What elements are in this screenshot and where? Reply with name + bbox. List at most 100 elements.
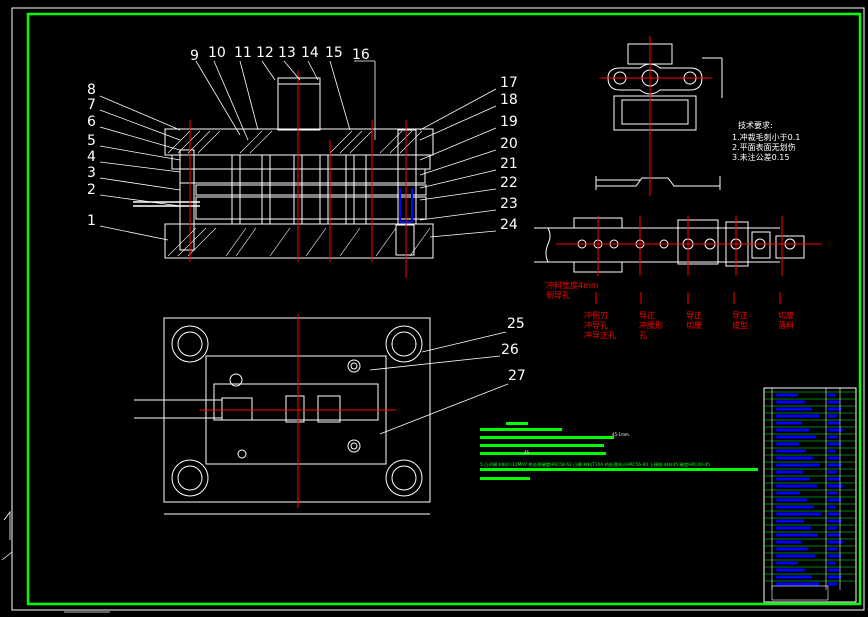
part-number: 1	[87, 213, 96, 229]
notes-block: 45-1mm 45 5.凸凹模 材料Cr12MoV 热处理硬度HRC58-62 …	[480, 422, 758, 480]
table-cell-entry	[828, 477, 840, 481]
strip-stage-line: 冲导孔	[584, 320, 608, 330]
table-cell-entry	[828, 512, 839, 516]
table-cell-entry	[776, 519, 804, 523]
note-fragment: 45	[524, 450, 530, 455]
table-cell-entry	[776, 568, 805, 572]
table-cell-entry	[828, 393, 836, 397]
section-view	[133, 77, 434, 259]
table-cell-entry	[828, 533, 840, 537]
table-cell-entry	[828, 414, 837, 418]
table-cell-entry	[828, 498, 841, 502]
table-cell-entry	[776, 540, 801, 544]
strip-stage-line: 冲导正孔	[584, 330, 616, 340]
table-cell-entry	[828, 491, 838, 495]
table-cell-entry	[776, 435, 816, 439]
part-number: 8	[87, 82, 96, 98]
strip-stage-line: 切废	[686, 320, 702, 330]
strip-stage-line: 切废	[778, 310, 794, 320]
strip-stage-label: 导正切废	[686, 311, 702, 330]
strip-stage-line: 侧导孔	[546, 290, 570, 300]
strip-stage-line: 冲侧刃	[584, 310, 608, 320]
strip-stage-label: 切废落料	[778, 310, 794, 330]
table-cell-entry	[828, 575, 842, 579]
table-cell-entry	[776, 498, 807, 502]
table-cell-entry	[776, 484, 817, 488]
part-view-center-lines	[600, 36, 712, 196]
strip-stage-line: 导正	[732, 311, 748, 320]
table-cell-entry	[776, 554, 815, 558]
part-number: 9	[190, 48, 199, 64]
table-cell-entry	[828, 582, 837, 586]
table-cell-entry	[776, 456, 813, 460]
plan-center-lines	[200, 314, 396, 508]
table-cell-entry	[776, 477, 810, 481]
table-cell-entry	[828, 554, 841, 558]
part-number: 7	[87, 97, 96, 113]
tech-requirement-item: 1.冲裁毛刺小于0.1	[732, 132, 800, 142]
tech-requirement-item: 2.平面表面无划伤	[732, 142, 796, 152]
tech-requirements: 技术要求: 1.冲裁毛刺小于0.1 2.平面表面无划伤 3.未注公差0.15	[732, 120, 800, 162]
part-number: 18	[500, 92, 518, 108]
table-cell-entry	[828, 568, 839, 572]
part-number: 20	[500, 136, 518, 152]
part-number: 4	[87, 149, 96, 165]
table-cell-entry	[776, 505, 814, 509]
table-cell-entry	[828, 540, 843, 544]
part-number: 17	[500, 75, 518, 91]
inner-border	[26, 12, 862, 606]
part-number: 2	[87, 182, 96, 198]
part-number: 15	[325, 45, 343, 61]
tech-requirement-item: 3.未注公差0.15	[732, 152, 789, 162]
table-cell-entry	[828, 407, 842, 411]
table-cell-entry	[776, 442, 799, 446]
table-cell-entry	[828, 442, 841, 446]
part-number: 16	[352, 47, 370, 63]
note-line: 5.凸凹模 材料Cr12MoV 热处理硬度HRC58-62 凸模 材料T10A …	[480, 461, 710, 467]
part-number: 6	[87, 114, 96, 130]
part-number: 19	[500, 114, 518, 130]
strip-center-lines	[556, 216, 822, 276]
table-cell-entry	[828, 470, 837, 474]
part-number: 11	[234, 45, 252, 61]
plan-leader-lines	[369, 331, 509, 435]
strip-stage-line: 孔	[639, 331, 647, 340]
table-cell-entry	[828, 456, 839, 460]
part-numbers-plan: 25 26 27	[501, 316, 526, 384]
part-number: 24	[500, 217, 518, 233]
table-cell-entry	[828, 435, 838, 439]
strip-stage-line: 导正	[639, 311, 655, 320]
parts-list-table	[763, 387, 857, 603]
table-cell-entry	[776, 470, 803, 474]
strip-stage-label: 导正成型	[732, 311, 748, 330]
table-cell-entry	[828, 428, 843, 432]
table-cell-entry	[828, 547, 838, 551]
strip-stage-line: 落料	[778, 320, 794, 330]
part-number: 3	[87, 165, 96, 181]
strip-stage-line: 冲腰形	[639, 320, 663, 330]
outer-frame	[11, 7, 865, 611]
table-cell-entry	[776, 428, 809, 432]
table-cell-entry	[776, 547, 808, 551]
table-cell-entry	[828, 400, 839, 404]
part-number: 26	[501, 342, 519, 358]
part-number: 21	[500, 156, 518, 172]
table-cell-entry	[776, 407, 812, 411]
part-number: 25	[507, 316, 525, 332]
strip-stage-line: 导正	[686, 311, 702, 320]
table-cell-entry	[776, 582, 819, 586]
section-center-lines	[189, 70, 407, 278]
table-cell-entry	[828, 463, 842, 467]
part-number: 10	[208, 45, 226, 61]
table-cell-entry	[776, 463, 820, 467]
part-number: 13	[278, 45, 296, 61]
table-cell-entry	[776, 414, 819, 418]
strip-stage-markers	[595, 292, 781, 304]
strip-stage-line: 冲料宽度4mm	[546, 280, 599, 290]
part-number: 5	[87, 133, 96, 149]
table-cell-entry	[776, 533, 818, 537]
